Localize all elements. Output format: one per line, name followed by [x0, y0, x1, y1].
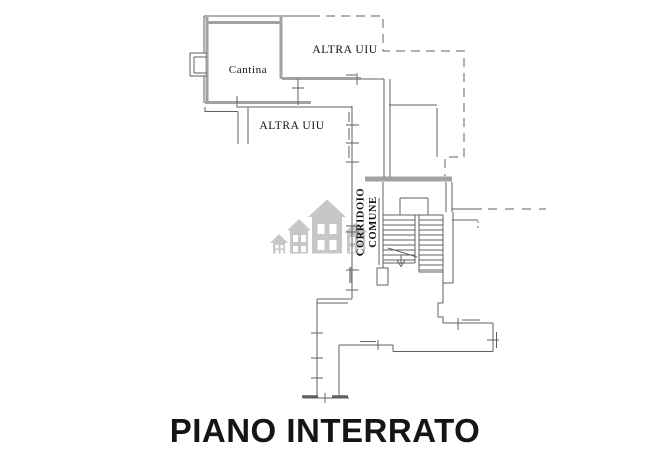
- plan-title: PIANO INTERRATO: [169, 412, 481, 449]
- staircase: [376, 197, 443, 286]
- label-altra-uiu-top: ALTRA UIU: [312, 44, 377, 56]
- svg-text:COMUNE: COMUNE: [368, 196, 379, 247]
- svg-text:CORRIDOIO: CORRIDOIO: [356, 188, 367, 256]
- stair-direction-arrow-icon: [387, 247, 418, 268]
- label-cantina: Cantina: [229, 64, 267, 76]
- label-corridoio-comune: CORRIDOIO COMUNE: [356, 188, 380, 256]
- label-altra-uiu-mid: ALTRA UIU: [259, 120, 324, 132]
- plan-outline: [189, 15, 494, 399]
- dashed-boundary: [311, 15, 546, 228]
- thick-walls: [205, 17, 452, 283]
- wall-tick-marks: [236, 73, 499, 403]
